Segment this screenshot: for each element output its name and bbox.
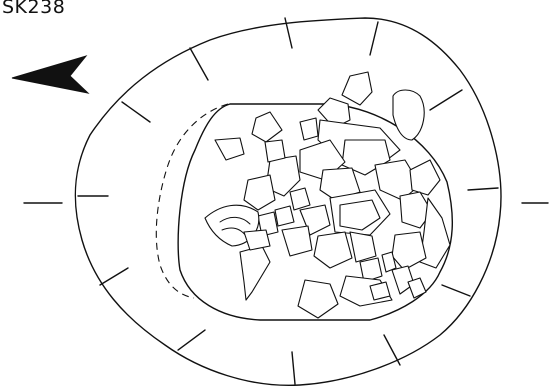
uncertain-edge-dashed bbox=[155, 103, 229, 299]
bone-and-stone-fragments bbox=[204, 71, 451, 319]
figure-label: SK238 bbox=[2, 0, 66, 18]
cut-outline bbox=[74, 17, 502, 387]
north-arrow-icon bbox=[11, 55, 90, 94]
slope-hachures bbox=[77, 17, 499, 385]
grave-base-outline bbox=[177, 103, 454, 321]
